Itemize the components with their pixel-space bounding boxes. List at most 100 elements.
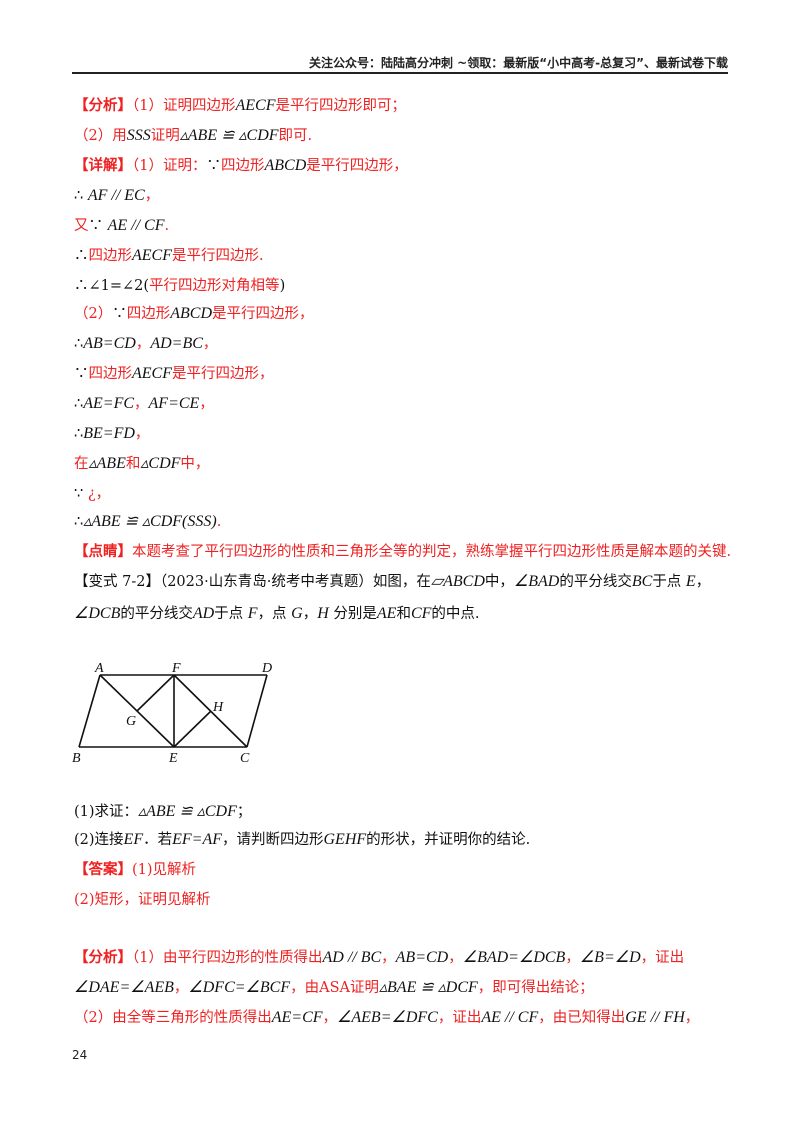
math-expression: AECF — [132, 365, 172, 382]
text-segment: ∴ — [74, 514, 84, 530]
math-expression: SSS — [126, 127, 151, 144]
text-segment: ， — [144, 188, 160, 204]
math-expression: AE // CF — [481, 1009, 539, 1026]
text-segment: ∵ — [112, 306, 127, 322]
text-segment: ， — [134, 426, 150, 442]
text-segment: ， — [695, 574, 711, 590]
math-expression: BE=FD — [83, 425, 135, 442]
point-label-B: B — [72, 751, 81, 766]
math-expression: AB=CD — [83, 335, 136, 352]
math-expression: AE=FC — [83, 395, 135, 412]
text-segment: （1）证明四边形 — [132, 98, 236, 114]
text-segment: 的中点. — [431, 606, 480, 622]
text-segment: 证明 — [150, 128, 180, 144]
text-segment: （2）由全等三角形的性质得出 — [74, 1010, 272, 1026]
text-line: ∴∠1=∠2(平行四边形对角相等) — [74, 276, 285, 296]
math-expression: ∠DCB — [74, 605, 121, 622]
point-label-F: F — [171, 661, 181, 676]
text-segment: ， — [684, 1010, 700, 1026]
math-expression: AE=CF — [271, 1009, 323, 1026]
text-segment: ∴ — [74, 336, 84, 352]
math-expression: AE // CF — [107, 217, 165, 234]
text-segment: ，点 — [257, 606, 292, 622]
text-line: 【分析】（1）由平行四边形的性质得出AD // BC，AB=CD，∠BAD=∠D… — [74, 948, 684, 968]
math-expression: ∠AEB=∠DFC — [337, 1009, 438, 1026]
text-line: (1)求证：▵ABE ≌ ▵CDF； — [74, 802, 251, 822]
text-line: ∴AB=CD，AD=BC， — [74, 334, 217, 354]
text-segment: 是平行四边形， — [172, 366, 274, 382]
math-expression: ∠DAE=∠AEB — [74, 979, 174, 996]
text-segment: ¿ — [87, 486, 96, 502]
page-header: 关注公众号：陆陆高分冲刺 ~领取：最新版“小中高考-总复习”、最新试卷下载 — [309, 56, 728, 70]
text-segment: 是平行四边形， — [306, 158, 408, 174]
text-line: ∴四边形AECF是平行四边形. — [74, 246, 264, 266]
text-segment: 和 — [125, 456, 141, 472]
math-expression: ABCD — [170, 305, 213, 322]
text-segment: 四边形 — [88, 366, 133, 382]
text-segment: ∴ — [74, 426, 84, 442]
text-segment: ， — [199, 396, 214, 412]
text-segment: ∴ — [74, 396, 84, 412]
math-expression: ▵ABE — [88, 455, 126, 472]
text-segment: ∴ — [74, 188, 88, 204]
math-expression: EF — [123, 831, 144, 848]
text-line: (2)连接EF．若EF=AF，请判断四边形GEHF的形状，并证明你的结论. — [74, 830, 530, 850]
point-label-D: D — [261, 661, 272, 676]
text-segment: ∵ — [74, 486, 88, 502]
text-segment: ， — [302, 606, 318, 622]
text-segment: ∵ — [88, 218, 108, 234]
text-segment: ； — [236, 804, 252, 820]
point-label-E: E — [168, 751, 178, 766]
math-expression: AD=BC — [150, 335, 203, 352]
text-line: 【点睛】本题考查了平行四边形的性质和三角形全等的判定，熟练掌握平行四边形性质是解… — [74, 542, 731, 562]
math-expression: ▵ABE ≌ ▵CDF — [138, 803, 237, 820]
text-segment: 的形状，并证明你的结论. — [366, 832, 531, 848]
text-line: （2）由全等三角形的性质得出AE=CF ， ∠AEB=∠DFC，证出AE // CF… — [74, 1008, 699, 1028]
text-line: （2）∵四边形ABCD是平行四边形， — [74, 304, 314, 324]
text-segment: 的平分线交 — [559, 574, 632, 590]
text-line: ∴▵ABE ≌ ▵CDF(SSS). — [74, 512, 221, 532]
text-segment: . — [164, 218, 170, 234]
math-expression: ∠BAD — [513, 573, 560, 590]
math-expression: AB=CD — [395, 949, 449, 966]
text-segment: ，由已知得出 — [538, 1010, 626, 1026]
math-expression: CF — [410, 605, 432, 622]
math-expression: AECF — [132, 247, 172, 264]
math-expression: ∠B=∠D — [579, 949, 641, 966]
segment-FG — [136, 674, 175, 712]
text-segment: ，证出 — [437, 1010, 482, 1026]
point-label-G: G — [126, 714, 136, 729]
text-segment: ∴ — [74, 248, 89, 264]
text-segment: 中， — [484, 574, 514, 590]
text-line: (2)矩形，证明见解析 — [74, 890, 211, 910]
text-segment: 四边形 — [126, 306, 171, 322]
math-expression: AE — [376, 605, 397, 622]
text-segment: （1）由平行四边形的性质得出 — [132, 950, 323, 966]
math-expression: ▵ABE ≌ ▵CDF(SSS) — [83, 513, 217, 530]
text-segment: ， — [95, 486, 111, 502]
section-tag: 【分析】 — [74, 97, 132, 114]
text-segment: 在 — [74, 456, 89, 472]
text-segment: （2）用 — [74, 128, 127, 144]
math-expression: AD // BC — [322, 949, 382, 966]
math-expression: ▵CDF — [140, 455, 181, 472]
text-segment: 于点 — [652, 574, 686, 590]
text-line: ∵四边形AECF是平行四边形， — [74, 364, 274, 384]
text-segment: ，由ASA证明 — [290, 980, 379, 996]
text-segment: ) — [279, 278, 286, 294]
math-expression: E — [685, 573, 696, 590]
text-line: 【分析】（1）证明四边形AECF是平行四边形即可； — [74, 96, 406, 116]
text-line: ∠DCB的平分线交AD于点 F，点 G，H 分别是AE和CF的中点. — [74, 604, 480, 624]
text-segment: 是平行四边形. — [172, 248, 264, 264]
math-expression: ▱ABCD — [430, 573, 485, 590]
text-segment: （1）证明： — [132, 158, 207, 174]
math-expression: ▵ABE ≌ ▵CDF — [179, 127, 279, 144]
text-segment: ，证出 — [640, 950, 685, 966]
segment-AB — [78, 674, 101, 748]
text-segment: 四边形 — [88, 248, 133, 264]
text-segment: （2） — [74, 306, 113, 322]
section-tag: 【详解】 — [74, 157, 132, 174]
text-segment: (1)求证： — [74, 804, 139, 820]
text-segment: (2)连接 — [74, 832, 124, 848]
